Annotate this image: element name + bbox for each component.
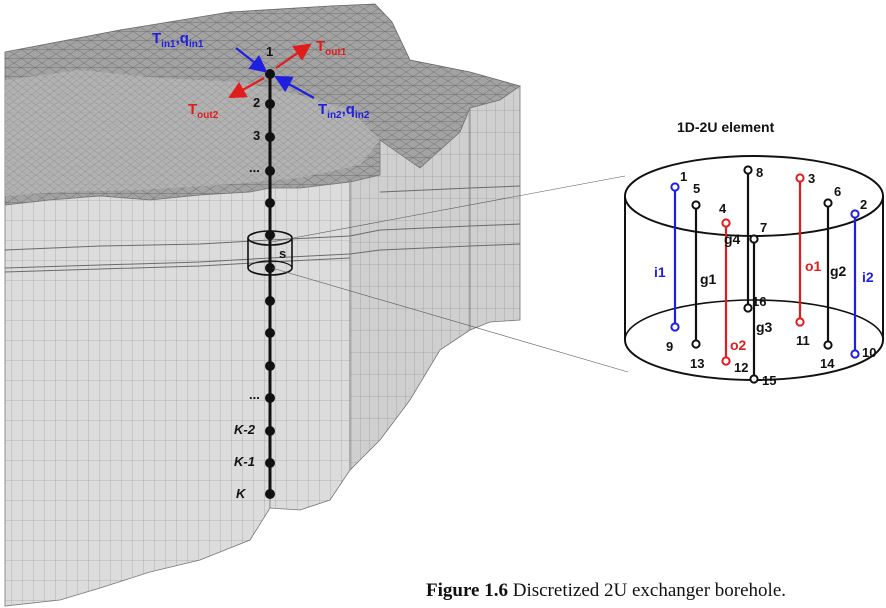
grout-zone-label: g1 [700, 271, 717, 287]
pipe-label: i1 [654, 264, 666, 280]
pipe-node-bottom [749, 374, 759, 384]
outflow-2-label: Tout2 [188, 101, 219, 121]
pipe-node-top [850, 209, 860, 219]
outflow-2-arrow [228, 77, 265, 99]
node-label-2: 2 [253, 95, 260, 110]
borehole-node [265, 69, 275, 79]
borehole-node [265, 328, 275, 338]
caption-text: Discretized 2U exchanger borehole. [512, 580, 786, 601]
borehole-node [265, 458, 275, 468]
element-inset: 1D-2U element 15 4 8 7 3 6 2 9 13 12 16 15 11 14 10 i1 o… [624, 119, 884, 388]
mesh-side-wall-far [469, 85, 521, 331]
borehole-node [265, 230, 275, 240]
element-node-label-top: 5 [693, 181, 700, 196]
element-node-label-top: 4 [719, 201, 727, 216]
element-node-label-bottom: 16 [752, 294, 766, 309]
zoom-line-bottom [271, 267, 629, 373]
outflow-1-arrow [275, 43, 312, 69]
borehole-node [265, 296, 275, 306]
cylinder-top-ellipse [624, 155, 884, 237]
element-node-label-top: 6 [834, 184, 841, 199]
borehole-column [247, 69, 293, 499]
borehole-node [265, 361, 275, 371]
element-s-cylinder [247, 238, 293, 276]
borehole-node [265, 489, 275, 499]
mesh-front-wall-middle [269, 181, 351, 511]
element-label-s: s [279, 246, 286, 261]
pipe-node-top [823, 198, 833, 208]
pipe-node-top [670, 182, 680, 192]
pipe-node-bottom [670, 322, 680, 332]
element-node-label-bottom: 11 [796, 333, 810, 348]
borehole-node [265, 99, 275, 109]
borehole-node [265, 426, 275, 436]
pipe-node-top [721, 218, 731, 228]
element-node-label-bottom: 10 [862, 345, 876, 360]
inflow-2-label: Tin2,qin2 [318, 101, 370, 121]
node-label-dots-top: ... [249, 160, 260, 175]
pipe-node-bottom [743, 303, 753, 313]
element-node-label-top: 3 [808, 171, 815, 186]
ground-mesh [4, 3, 521, 607]
inflow-1-arrow [235, 47, 268, 73]
element-s-bottom-arc [247, 260, 293, 269]
element-node-label-top: 1 [680, 169, 687, 184]
pipe-node-top [795, 173, 805, 183]
element-node-label-bottom: 9 [666, 339, 673, 354]
pipe-node-bottom [691, 339, 701, 349]
element-node-label-bottom: 12 [734, 360, 748, 375]
pipe-node-bottom [823, 340, 833, 350]
outflow-1-label: Tout1 [316, 38, 347, 58]
grout-zone-label: g2 [830, 263, 847, 279]
mesh-front-wall-left [4, 187, 271, 607]
pipe-node-top [743, 165, 753, 175]
pipe-node-top [749, 234, 759, 244]
terrain-darker-region [5, 70, 380, 196]
pipe-label: i2 [862, 269, 874, 285]
node-label-1: 1 [266, 44, 273, 59]
pipe-node-top [691, 200, 701, 210]
element-node-label-bottom: 13 [690, 356, 704, 371]
pipe-node-bottom [721, 356, 731, 366]
caption-number: Figure 1.6 [426, 580, 508, 601]
grout-zone-label: g3 [756, 319, 773, 335]
pipe-label: o1 [805, 258, 822, 274]
layer-lines [4, 185, 521, 273]
node-label-k-minus-2: K-2 [234, 422, 256, 437]
borehole-node [265, 263, 275, 273]
element-node-label-top: 7 [760, 220, 767, 235]
pipe-node-bottom [850, 349, 860, 359]
inflow-2-arrow [274, 75, 315, 99]
boundary-arrows [228, 43, 315, 99]
grout-zone-label: g4 [724, 231, 741, 247]
node-label-k-minus-1: K-1 [234, 454, 255, 469]
node-label-k: K [236, 486, 247, 501]
borehole-node [265, 132, 275, 142]
borehole-node [265, 166, 275, 176]
inflow-1-label: Tin1,qin1 [152, 30, 204, 50]
element-node-label-bottom: 14 [820, 356, 835, 371]
element-title: 1D-2U element [677, 119, 775, 135]
pipe-node-bottom [795, 317, 805, 327]
pipe-label: o2 [730, 337, 747, 353]
element-node-label-top: 2 [860, 197, 867, 212]
element-node-label-top: 8 [756, 165, 763, 180]
element-node-label-bottom: 15 [762, 373, 776, 388]
node-label-3: 3 [253, 128, 260, 143]
borehole-node [265, 198, 275, 208]
node-label-dots-bottom: ... [249, 387, 260, 402]
zoom-line-top [271, 175, 626, 243]
borehole-node [265, 393, 275, 403]
figure-caption: Figure 1.6 Discretized 2U exchanger bore… [328, 580, 884, 602]
